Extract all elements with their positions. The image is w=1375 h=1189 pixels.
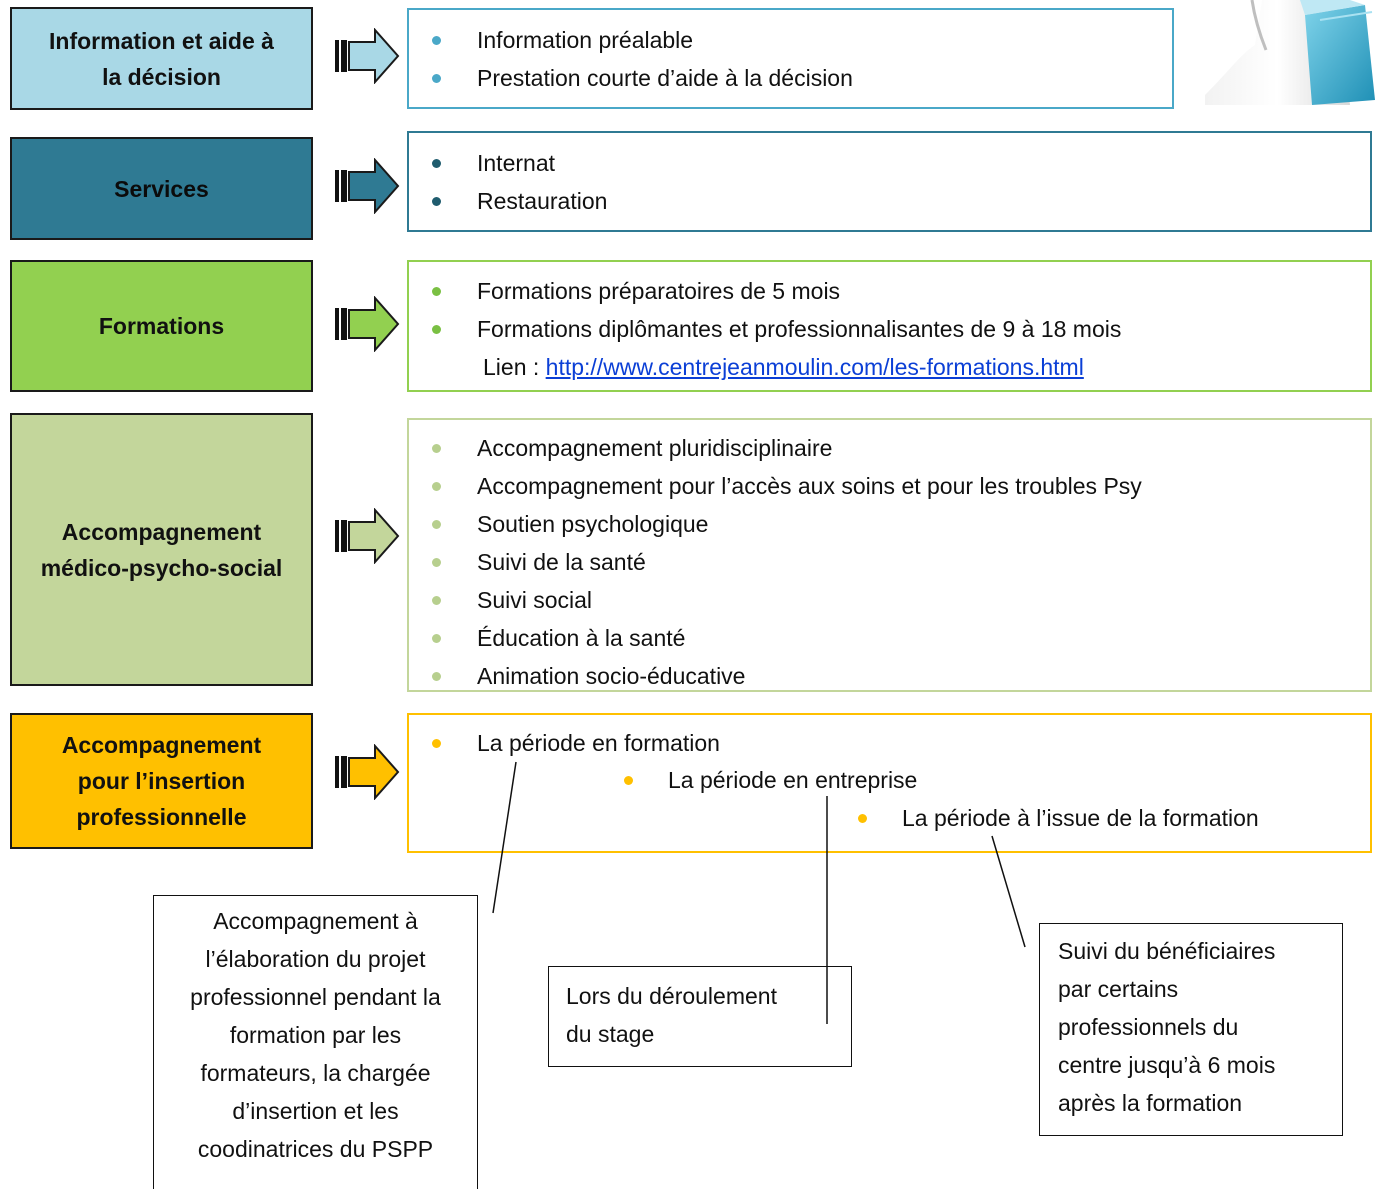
bullet-dot-icon [432,325,441,334]
list-item: Information préalable [477,27,694,53]
bullet-dot-icon [432,444,441,453]
category-box-services: Services [10,137,313,240]
category-box-formations: Formations [10,260,313,392]
list-item: Prestation courte d’aide à la décision [477,65,853,91]
details-panel-formations [407,260,1372,392]
note-line: l’élaboration du projet [205,946,426,972]
list-item: La période en formation [477,730,720,756]
category-title: Formations [99,308,224,344]
bullet-dot-icon [432,159,441,168]
bullet-dot-icon [432,36,441,45]
connector-line [492,761,517,914]
list-item: Accompagnement pour l’accès aux soins et… [477,473,1142,499]
note-line: formation par les [229,1022,402,1048]
list-item: Formations diplômantes et professionnali… [477,316,1122,342]
note-line: après la formation [1058,1090,1243,1116]
bullet-dot-icon [432,520,441,529]
details-panel-information [407,8,1174,109]
formations-link[interactable]: http://www.centrejeanmoulin.com/les-form… [545,354,1084,380]
note-line: par certains [1058,976,1179,1002]
bullet-dot-icon [624,776,633,785]
bullet-dot-icon [858,814,867,823]
note-line: Suivi du bénéficiaires [1058,938,1276,964]
list-item: Éducation à la santé [477,625,686,651]
list-item: La période en entreprise [668,767,918,793]
details-panel-services [407,131,1372,232]
arrow-right-icon [335,508,400,564]
arrow-right-icon [335,158,400,214]
category-title-line: Information et aide à [49,27,274,54]
category-title-line: Services [114,175,209,202]
category-title-line: pour l’insertion [77,768,246,794]
note-line: professionnel pendant la [190,984,441,1010]
details-panel-medico-psycho-social [407,418,1372,692]
bullet-dot-icon [432,287,441,296]
category-title: Services [114,171,209,207]
bullet-dot-icon [432,634,441,643]
bullet-dot-icon [432,739,441,748]
person-with-folder-illustration [1205,0,1375,105]
list-item: Internat [477,150,555,176]
formations-link-line: Lien : http://www.centrejeanmoulin.com/l… [483,354,1084,381]
callout-note-formation: Accompagnement à l’élaboration du projet p… [153,895,478,1189]
category-title-line: Accompagnement [61,732,262,758]
list-item: Soutien psychologique [477,511,709,537]
category-box-information: Information et aide à la décision [10,7,313,110]
list-item: Suivi social [477,587,593,613]
note-line: du stage [566,1021,655,1047]
note-line: Lors du déroulement [566,983,777,1009]
details-panel-insertion-professionnelle [407,713,1372,853]
note-line: professionnels du [1058,1014,1239,1040]
note-line: centre jusqu’à 6 mois [1058,1052,1276,1078]
connector-line [991,835,1026,948]
list-item: Restauration [477,188,608,214]
category-title-line: la décision [102,63,221,90]
category-box-accompagnement-medico-psycho-social: Accompagnement médico-psycho-social [10,413,313,686]
arrow-right-icon [335,744,400,800]
category-title: Accompagnement médico-psycho-social [41,514,283,586]
category-title: Information et aide à la décision [49,23,274,95]
arrow-right-icon [335,28,400,84]
list-item: Formations préparatoires de 5 mois [477,278,841,304]
callout-note-issue-formation: Suivi du bénéficiaires par certains profes… [1039,923,1343,1136]
bullet-dot-icon [432,558,441,567]
list-item: Accompagnement pluridisciplinaire [477,435,833,461]
list-item: La période à l’issue de la formation [902,805,1259,831]
category-title-line: professionnelle [76,804,247,830]
category-title-line: médico-psycho-social [40,554,283,581]
category-box-insertion-professionnelle: Accompagnement pour l’insertion profession… [10,713,313,849]
category-title-line: Formations [98,313,225,339]
note-line: formateurs, la chargée [200,1060,431,1086]
bullet-dot-icon [432,596,441,605]
bullet-dot-icon [432,672,441,681]
bullet-dot-icon [432,482,441,491]
arrow-right-icon [335,296,400,352]
note-line: Accompagnement à [213,908,418,934]
note-line: coodinatrices du PSPP [197,1136,434,1162]
link-prefix: Lien : [483,354,546,380]
category-title: Accompagnement pour l’insertion profession… [62,727,261,835]
bullet-dot-icon [432,197,441,206]
bullet-dot-icon [432,74,441,83]
list-item: Suivi de la santé [477,549,646,575]
note-line: d’insertion et les [232,1098,399,1124]
callout-note-entreprise: Lors du déroulement du stage [548,966,852,1067]
list-item: Animation socio-éducative [477,663,746,689]
category-title-line: Accompagnement [61,518,262,545]
